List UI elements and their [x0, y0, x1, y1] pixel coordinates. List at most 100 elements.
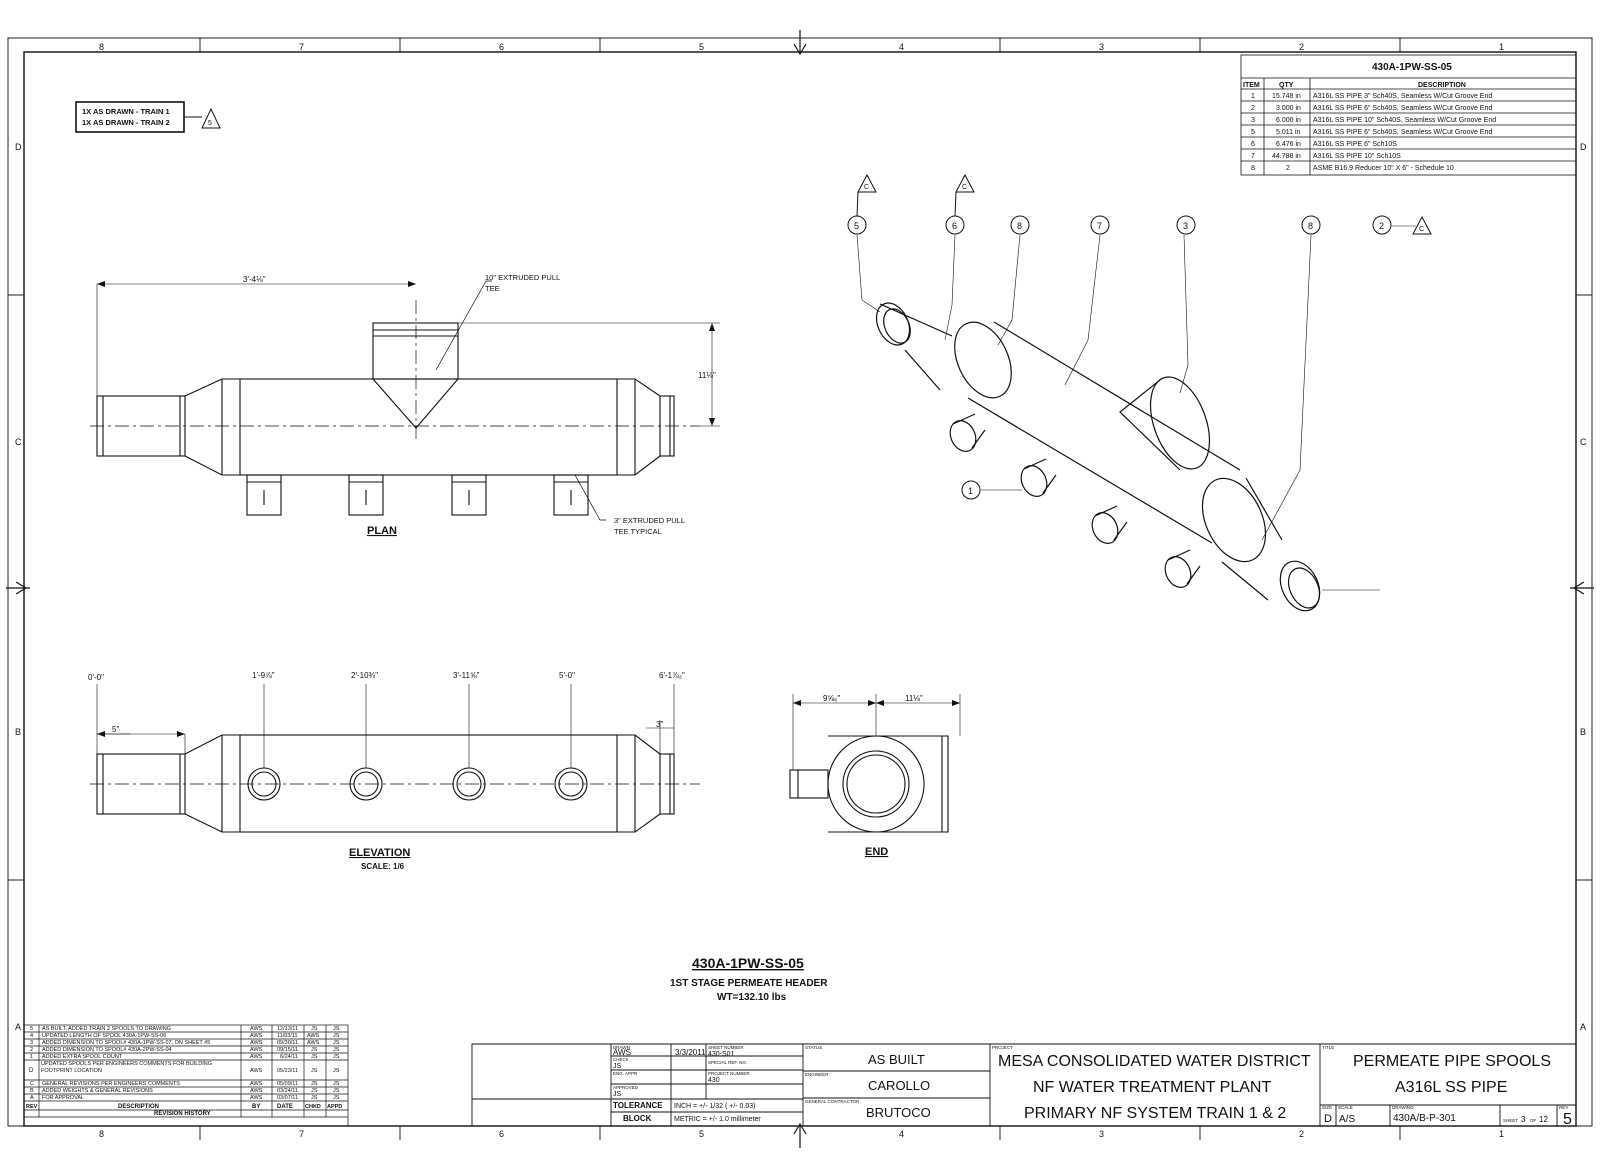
bom-rows: 1 15.748 in A316L SS PIPE 3" Sch40S, Sea… [1251, 93, 1496, 172]
rev-appd: JS [333, 1047, 340, 1053]
drawing-subtitle: 1ST STAGE PERMEATE HEADER [670, 978, 828, 989]
zone-col-label: 6 [499, 42, 504, 52]
zone-columns-top: 8 7 6 5 4 3 2 1 [99, 42, 1504, 52]
zone-row-label: A [1580, 1022, 1586, 1032]
zone-col-label: 8 [99, 42, 104, 52]
note-rev-tag: 5 [208, 120, 212, 127]
bom-desc: A316L SS PIPE 10" Sch10S [1313, 153, 1401, 160]
bom-desc: ASME B16.9 Reducer 10" X 6" - Schedule 1… [1313, 165, 1454, 172]
zone-col-label: 3 [1099, 42, 1104, 52]
station-label: 1'-9⅞" [252, 671, 275, 680]
tb-dwg: 430A/B-P-301 [1393, 1113, 1456, 1124]
zone-ticks [8, 38, 1592, 1140]
rev-chkd: JS [311, 1054, 318, 1060]
rev-triangle-letter: C [1419, 226, 1424, 233]
tb-sheet: 3 [1521, 1115, 1526, 1124]
balloon: 3 [1176, 215, 1196, 235]
tb-label: SCALE [1338, 1105, 1353, 1110]
rev-appd: JS [333, 1054, 340, 1060]
rev-chkd: AWS [307, 1033, 320, 1039]
zone-col-label: 1 [1499, 42, 1504, 52]
bom-item: 7 [1251, 153, 1255, 160]
bom-item: 8 [1251, 165, 1255, 172]
tb-label: DRAWING [1392, 1105, 1414, 1110]
rev-chkd: JS [311, 1026, 318, 1032]
rev-by: AWS [250, 1040, 263, 1046]
rev-header: REV [26, 1104, 38, 1110]
elevation-scale: SCALE: 1/6 [361, 862, 405, 871]
tb-date: 3/3/2011 [675, 1048, 706, 1057]
station-label: 2'-10¾" [351, 671, 378, 680]
tb-label: SHEET [1503, 1118, 1518, 1123]
svg-text:1: 1 [968, 486, 973, 496]
drawing-title: 430A-1PW-SS-05 [692, 955, 804, 971]
tb-label: ENGINEER [805, 1072, 829, 1077]
svg-text:5: 5 [854, 221, 859, 231]
tb-scale: A/S [1339, 1114, 1355, 1125]
note-line-2: 1X AS DRAWN - TRAIN 2 [82, 118, 170, 127]
title-block-small-labels: DRAWN AWS 3/3/2011 SHEET NUMBER 430-S01 … [613, 1045, 1572, 1128]
rev-date: 12/13/11 [277, 1026, 298, 1032]
tb-tolerance-label: TOLERANCE [613, 1101, 663, 1110]
rev-date: 09/30/11 [277, 1040, 298, 1046]
zone-row-label: C [1580, 437, 1587, 447]
zone-col-label: 3 [1099, 1129, 1104, 1139]
tb-label: ENG. APPR [613, 1071, 638, 1076]
rev-desc: FOR APPROVAL [42, 1095, 84, 1101]
rev-chkd: JS [311, 1081, 318, 1087]
end-dim-a: 9⅝₆" [823, 694, 840, 703]
rev-header: CHKD [305, 1104, 321, 1110]
bom-desc: A316L SS PIPE 3" Sch40S, Seamless W/Cut … [1313, 93, 1492, 100]
isometric-view [856, 225, 1416, 612]
tb-project-line3: PRIMARY NF SYSTEM TRAIN 1 & 2 [1024, 1105, 1286, 1122]
bom-header-desc: DESCRIPTION [1418, 82, 1466, 89]
zone-row-label: B [1580, 727, 1586, 737]
rev-desc: UPDATED LENGTH OF SPOOL 430A-1PW-SS-06 [42, 1033, 166, 1039]
rev-desc: ADDED DIMENSION TO SPOOL# 430A-1PW-SS-07… [42, 1040, 210, 1046]
bom-item: 5 [1251, 129, 1255, 136]
rev-appd: JS [333, 1040, 340, 1046]
bom-qty: 44.788 in [1272, 153, 1301, 160]
rev-desc: UPDATED SPOOLS PER ENGINEERS COMMENTS FO… [41, 1061, 213, 1074]
rev-appd: JS [333, 1081, 340, 1087]
balloon: 8 [1301, 215, 1321, 235]
plan-3in-tees [246, 474, 589, 516]
bom-header: ITEM QTY DESCRIPTION [1243, 82, 1466, 89]
tb-tol-inch: INCH = +/- 1/32 ( +/- 0.03) [674, 1103, 756, 1110]
rev-date: 6/24/11 [280, 1054, 298, 1060]
rev-triangle-letter: C [962, 184, 967, 191]
rev-appd: JS [333, 1026, 340, 1032]
elevation-stations: 0'-0" 1'-9⅞" 2'-10¾" 3'-11⅝" 5'-0" 6'-1⅞… [88, 671, 685, 682]
zone-col-label: 6 [499, 1129, 504, 1139]
revision-triangle-icon [201, 107, 221, 129]
bom-desc: A316L SS PIPE 6" Sch40S, Seamless W/Cut … [1313, 105, 1492, 112]
svg-text:8: 8 [1017, 221, 1022, 231]
tb-label: STATUS [805, 1045, 822, 1050]
rev-desc-wrap: UPDATED SPOOLS PER ENGINEERS COMMENTS FO… [41, 1061, 213, 1074]
iso-3in-outlets [949, 413, 1201, 588]
zone-col-label: 8 [99, 1129, 104, 1139]
bom-desc: A316L SS PIPE 6" Sch40S, Seamless W/Cut … [1313, 129, 1492, 136]
plan-view-label: PLAN [367, 525, 397, 537]
zone-col-label: 4 [899, 1129, 904, 1139]
station-label: 6'-1⅞₂" [659, 671, 685, 680]
bom-qty: 2 [1286, 165, 1290, 172]
rev-header: APPD [327, 1104, 342, 1110]
title-block-grid [471, 1043, 1577, 1127]
bom-table [1240, 54, 1577, 176]
centering-arrow-icons [6, 30, 1594, 1148]
tb-title-line2: A316L SS PIPE [1395, 1079, 1507, 1096]
zone-rows: D C B A D C B A [15, 142, 1587, 1032]
zone-col-label: 2 [1299, 1129, 1304, 1139]
tb-check-by: JS [613, 1063, 622, 1070]
rev-desc: ADDED DIMENSION TO SPOOL# 430A-2PW-SS-04 [42, 1047, 172, 1053]
rev-cell: C [30, 1081, 34, 1087]
svg-text:6: 6 [952, 221, 957, 231]
tb-contractor: BRUTOCO [866, 1105, 931, 1120]
rev-cell: 2 [30, 1047, 33, 1053]
balloon: 7 [1090, 215, 1110, 235]
rev-date: 11/03/11 [277, 1033, 298, 1039]
bom-qty: 6.476 in [1276, 141, 1301, 148]
tb-approved-by: JS [613, 1091, 622, 1098]
rev-date: 09/15/11 [277, 1047, 298, 1053]
